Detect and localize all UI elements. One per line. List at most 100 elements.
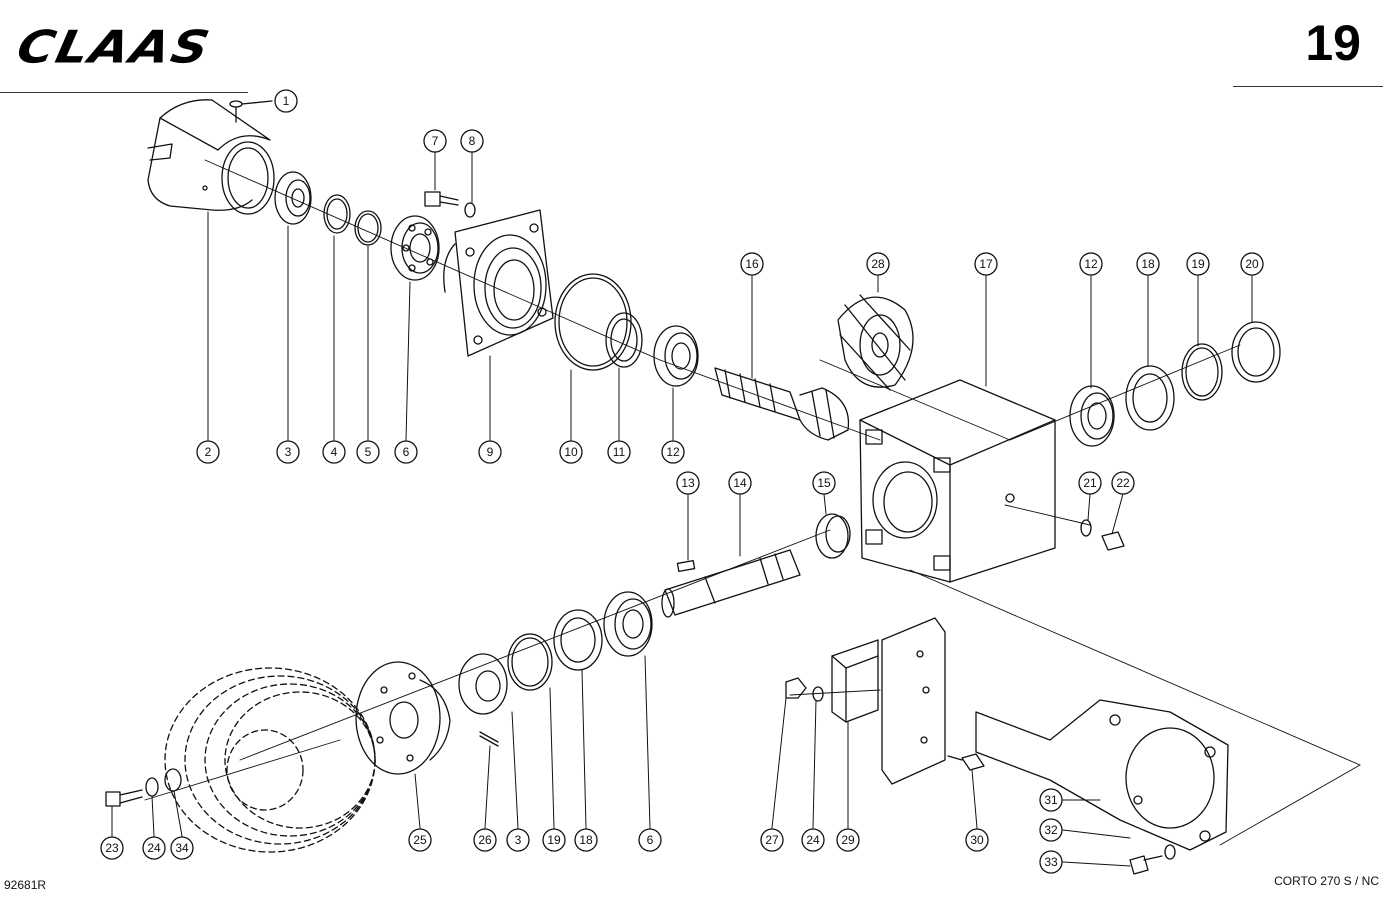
svg-text:34: 34	[175, 841, 189, 855]
svg-text:12: 12	[1084, 257, 1098, 271]
part-27-nut	[785, 677, 807, 699]
svg-text:28: 28	[871, 257, 885, 271]
svg-text:5: 5	[365, 445, 372, 459]
svg-text:7: 7	[432, 134, 439, 148]
part-14-shaft	[661, 549, 801, 618]
part-5-ring	[354, 210, 382, 246]
part-4-circlip	[323, 194, 351, 234]
part-16-pinion-shaft	[714, 367, 850, 441]
callout-33: 33	[1039, 850, 1063, 874]
part-18-spacer	[1125, 365, 1175, 431]
svg-text:33: 33	[1044, 855, 1058, 869]
callout-1: 1	[274, 89, 298, 113]
callout-7: 7	[423, 129, 447, 153]
callout-4: 4	[322, 440, 346, 464]
callout-leaders	[111, 151, 1253, 867]
callout-18-bottom: 18	[574, 828, 598, 852]
callout-18: 18	[1136, 252, 1160, 276]
svg-text:21: 21	[1083, 476, 1097, 490]
callout-15: 15	[812, 471, 836, 495]
part-24b-washer	[812, 686, 824, 702]
svg-text:6: 6	[647, 833, 654, 847]
svg-text:3: 3	[285, 445, 292, 459]
callouts: 1 2 3 4 5 6 7 8 9 10 11 12 16 28 17 12 1…	[100, 89, 1264, 874]
svg-text:17: 17	[979, 257, 993, 271]
part-19-circlip	[1181, 343, 1223, 401]
svg-text:20: 20	[1245, 257, 1259, 271]
part-24-washer	[145, 777, 159, 797]
callout-20: 20	[1240, 252, 1264, 276]
callout-28: 28	[866, 252, 890, 276]
part-10-oring	[554, 273, 632, 371]
svg-text:13: 13	[681, 476, 695, 490]
part-25-hub	[355, 661, 451, 775]
callout-19: 19	[1186, 252, 1210, 276]
part-19b-circlip	[507, 633, 553, 691]
pulley-outline	[164, 667, 376, 853]
callout-32: 32	[1039, 818, 1063, 842]
callout-34: 34	[170, 836, 194, 860]
model-label: CORTO 270 S / NC	[1274, 874, 1379, 888]
callout-3-bottom: 3	[506, 828, 530, 852]
svg-text:19: 19	[1191, 257, 1205, 271]
svg-text:14: 14	[733, 476, 747, 490]
callout-24-right: 24	[801, 828, 825, 852]
svg-text:16: 16	[745, 257, 759, 271]
callout-31: 31	[1039, 788, 1063, 812]
svg-text:9: 9	[487, 445, 494, 459]
bracket-plate	[881, 617, 946, 785]
callout-13: 13	[676, 471, 700, 495]
part-7-bolt	[424, 191, 459, 207]
part-12b-bearing	[1069, 385, 1115, 447]
callout-21: 21	[1078, 471, 1102, 495]
svg-text:15: 15	[817, 476, 831, 490]
part-3b-seal	[458, 653, 508, 715]
part-9-flange	[443, 209, 554, 357]
callout-24: 24	[142, 836, 166, 860]
svg-text:11: 11	[613, 445, 626, 459]
part-3-seal	[274, 171, 312, 225]
svg-text:32: 32	[1044, 823, 1058, 837]
part-23-bolt	[105, 789, 143, 807]
part-6b-bearing	[603, 591, 653, 657]
svg-text:19: 19	[547, 833, 561, 847]
part-20-cap	[1231, 321, 1281, 383]
svg-text:3: 3	[515, 833, 522, 847]
callout-12-right: 12	[1079, 252, 1103, 276]
part-31-mount-plate	[975, 699, 1229, 851]
callout-8: 8	[460, 129, 484, 153]
part-33-bolt	[1129, 855, 1163, 875]
part-12-bearing	[653, 325, 699, 387]
part-28-bevel-gear	[837, 294, 914, 391]
callout-6-bottom: 6	[638, 828, 662, 852]
document-code: 92681R	[4, 878, 47, 892]
part-30-bolt	[947, 753, 985, 771]
callout-2: 2	[196, 440, 220, 464]
callout-5: 5	[356, 440, 380, 464]
svg-text:18: 18	[1141, 257, 1155, 271]
part-8-washer	[464, 202, 476, 218]
part-26-pin	[479, 731, 499, 747]
callout-12: 12	[661, 440, 685, 464]
callout-14: 14	[728, 471, 752, 495]
svg-text:24: 24	[806, 833, 820, 847]
svg-text:25: 25	[413, 833, 427, 847]
svg-text:29: 29	[841, 833, 855, 847]
part-1-screw	[229, 100, 273, 123]
svg-text:6: 6	[403, 445, 410, 459]
axis-lines	[144, 159, 1361, 846]
part-29-block	[831, 639, 879, 723]
svg-text:8: 8	[469, 134, 476, 148]
callout-3: 3	[276, 440, 300, 464]
svg-text:22: 22	[1116, 476, 1130, 490]
callout-27: 27	[760, 828, 784, 852]
svg-text:18: 18	[579, 833, 593, 847]
svg-text:24: 24	[147, 841, 161, 855]
svg-text:30: 30	[970, 833, 984, 847]
svg-text:10: 10	[564, 445, 578, 459]
callout-26: 26	[473, 828, 497, 852]
callout-6: 6	[394, 440, 418, 464]
svg-text:31: 31	[1044, 793, 1058, 807]
